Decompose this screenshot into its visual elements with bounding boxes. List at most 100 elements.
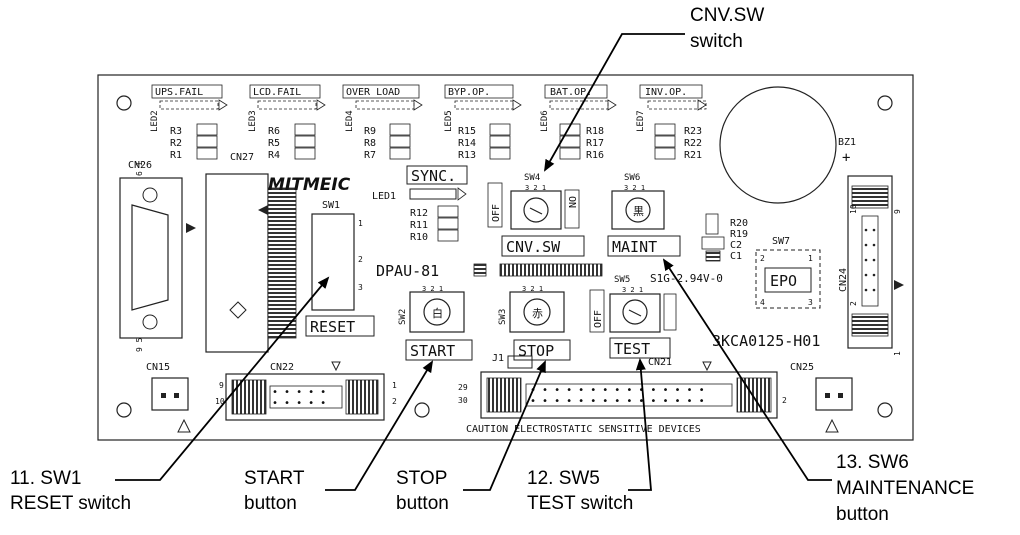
pin-number: 9: [893, 209, 902, 214]
connector-cn22: CN22 • • • • • • • • • • 9 10 1 2: [215, 361, 397, 421]
switch-ref: SW1: [322, 200, 340, 211]
callout-title: 11. SW1: [10, 468, 81, 489]
resistor-ref: R1: [170, 150, 182, 161]
resistor-ref: R19: [730, 229, 748, 240]
epo-label: EPO: [770, 272, 797, 290]
pin-number: 3: [808, 298, 813, 307]
sync-label: SYNC.: [411, 167, 456, 185]
pin-number: 29: [458, 383, 468, 392]
mounting-hole: [116, 402, 132, 418]
connector-ref: CN27: [230, 152, 254, 163]
connector-ref: CN21: [648, 357, 672, 368]
pin-number: 9 5: [135, 337, 144, 352]
jumper-ref: J1: [492, 353, 504, 364]
pin-number: 10: [215, 397, 225, 406]
resistor-ref: R23: [684, 126, 702, 137]
switch-ref: SW6: [624, 173, 640, 183]
led-label: OVER LOAD: [346, 87, 400, 98]
svg-text:• • • • • • • • • • • • • • •: • • • • • • • • • • • • • • •: [530, 385, 705, 396]
board-model: DPAU-81: [376, 262, 439, 280]
mitmeic-logo: MITMEIC: [268, 175, 351, 195]
connector-cn15: CN15: [146, 362, 191, 433]
switch-ref: SW7: [772, 236, 790, 247]
resistor-ref: R15: [458, 126, 476, 137]
resistor-ref: R20: [730, 218, 748, 229]
resistor-ref: R18: [586, 126, 604, 137]
callout-maint: 13. SW6 MAINTENANCE button: [836, 452, 974, 525]
connector-ref: CN22: [270, 362, 294, 373]
mounting-hole: [877, 95, 893, 111]
callout-line-reset: [115, 276, 330, 481]
led-inv-op: INV.OP. LED7 R23 R22 R21: [636, 84, 707, 161]
switch-sw6-maint[interactable]: SW6 3 2 1 黒 MAINT: [607, 173, 681, 257]
led-indicator-row: UPS.FAIL LED2 R3 R2 R1 LCD.FAIL LED3 R6 …: [150, 84, 707, 161]
callout-line-cnv-sw: [544, 33, 685, 172]
callout-cnv-sw: CNV.SW switch: [690, 5, 764, 52]
callout-reset: 11. SW1 RESET switch: [10, 468, 131, 514]
jumper-j1: J1: [492, 353, 533, 369]
switch-off-label: OFF: [593, 310, 604, 328]
switch-ref: SW4: [524, 173, 540, 183]
svg-text:• • • • •: • • • • •: [272, 387, 326, 398]
switch-sw7-epo[interactable]: SW7 2 1 4 3 EPO: [755, 236, 821, 309]
pin-number: 2: [849, 301, 858, 306]
switch-color-mark: 赤: [532, 307, 543, 320]
polarity-plus: +: [842, 150, 850, 166]
pin-number: 1: [893, 351, 902, 356]
resistor-ref: R2: [170, 138, 182, 149]
callout-stop: STOP button: [396, 468, 449, 514]
led-ref: LED4: [345, 110, 355, 132]
switch-label: MAINT: [612, 238, 657, 256]
mounting-hole: [414, 402, 430, 418]
pin-number: 2: [358, 255, 363, 264]
switch-sw2-start[interactable]: 3 2 1 SW2 白 START: [398, 285, 473, 361]
resistor-ref: R16: [586, 150, 604, 161]
pin-number: 1: [358, 219, 363, 228]
passives-sw7: R20 R19 C2 C1: [701, 213, 748, 262]
marker-block: [473, 263, 487, 277]
switch-label: STOP: [518, 342, 554, 360]
resistor-ref: R10: [410, 232, 428, 243]
switch-sw1-reset[interactable]: SW1 1 2 3 RESET: [305, 200, 375, 337]
callout-start: START button: [244, 468, 305, 514]
connector-cn26: CN26 6 1 9 5: [119, 160, 196, 352]
caution-text: CAUTION ELECTROSTATIC SENSITIVE DEVICES: [466, 424, 701, 435]
led-label: LCD.FAIL: [253, 87, 301, 98]
pin-number: 9: [219, 381, 224, 390]
resistor-ref: R5: [268, 138, 280, 149]
capacitor-ref: C1: [730, 251, 742, 262]
capacitor-ref: C2: [730, 240, 742, 251]
callout-subtitle: RESET switch: [10, 493, 131, 514]
svg-text:• • • • • • • • • • • • • • •: • • • • • • • • • • • • • • •: [530, 396, 705, 407]
pin-number: 1: [392, 381, 397, 390]
resistor-ref: R21: [684, 150, 702, 161]
resistor-ref: R22: [684, 138, 702, 149]
led-ref: LED3: [248, 110, 258, 132]
switch-ref: SW2: [398, 309, 408, 325]
connector-ref: CN25: [790, 362, 814, 373]
callout-title: CNV.SW: [690, 5, 764, 26]
connector-ref: CN26: [128, 160, 152, 171]
callout-lines: [115, 33, 832, 491]
switch-on-label: ON: [566, 196, 577, 208]
switch-sw5-test[interactable]: SW5 3 2 1 OFF TEST: [589, 275, 677, 359]
resistor-ref: R3: [170, 126, 182, 137]
switch-off-label: OFF: [491, 204, 502, 222]
led-byp-op: BYP.OP. LED5 R15 R14 R13: [444, 84, 522, 161]
led-lcd-fail: LCD.FAIL LED3 R6 R5 R4: [248, 84, 326, 161]
callout-subtitle: MAINTENANCE: [836, 478, 974, 499]
resistor-ref: R11: [410, 220, 428, 231]
resistor-ref: R13: [458, 150, 476, 161]
callout-title: START: [244, 468, 305, 489]
led-label: BAT.OP.: [550, 87, 592, 98]
switch-label: RESET: [310, 318, 355, 336]
led-ref: LED6: [540, 110, 550, 132]
led-ref: LED2: [150, 110, 160, 132]
connector-ref: CN24: [838, 268, 849, 292]
callout-subtitle: switch: [690, 31, 743, 52]
connector-cn27: CN27: [205, 152, 297, 353]
switch-sw4-cnv[interactable]: SW4 3 2 1 OFF ON CNV.SW: [487, 173, 585, 257]
callout-subtitle: button: [396, 493, 449, 514]
pin-number: 1: [808, 254, 813, 263]
